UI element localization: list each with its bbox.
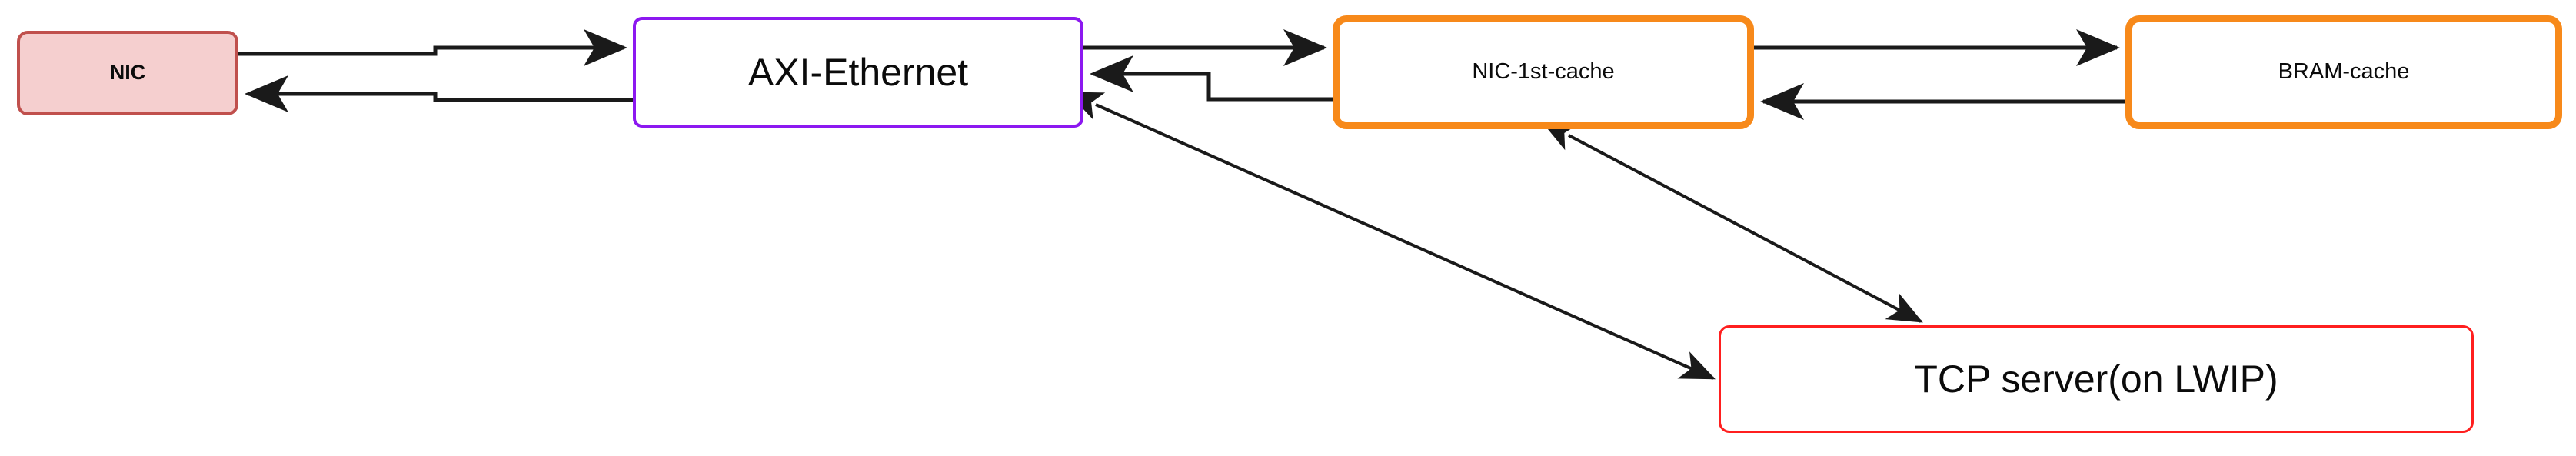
edge-nic-to-axi — [238, 29, 628, 67]
edge-axi-tcp-bidir — [1067, 92, 1716, 380]
node-axi-ethernet-label: AXI-Ethernet — [747, 50, 969, 94]
node-tcp-server-label: TCP server(on LWIP) — [1914, 357, 2278, 401]
node-nic-1st-cache-label: NIC-1st-cache — [1472, 59, 1615, 85]
node-axi-ethernet[interactable]: AXI-Ethernet — [633, 17, 1083, 128]
node-nic-label: NIC — [109, 61, 146, 85]
node-bram-cache-label: BRAM-cache — [2278, 59, 2410, 85]
edge-nic1st-tcp-bidir — [1540, 120, 1923, 323]
node-bram-cache[interactable]: BRAM-cache — [2125, 15, 2562, 129]
edge-nic1st-to-axi — [1089, 55, 1333, 102]
node-tcp-server[interactable]: TCP server(on LWIP) — [1719, 325, 2474, 433]
edge-axi-to-nic — [244, 75, 633, 112]
node-nic-1st-cache[interactable]: NIC-1st-cache — [1333, 15, 1754, 129]
node-nic[interactable]: NIC — [17, 31, 238, 115]
